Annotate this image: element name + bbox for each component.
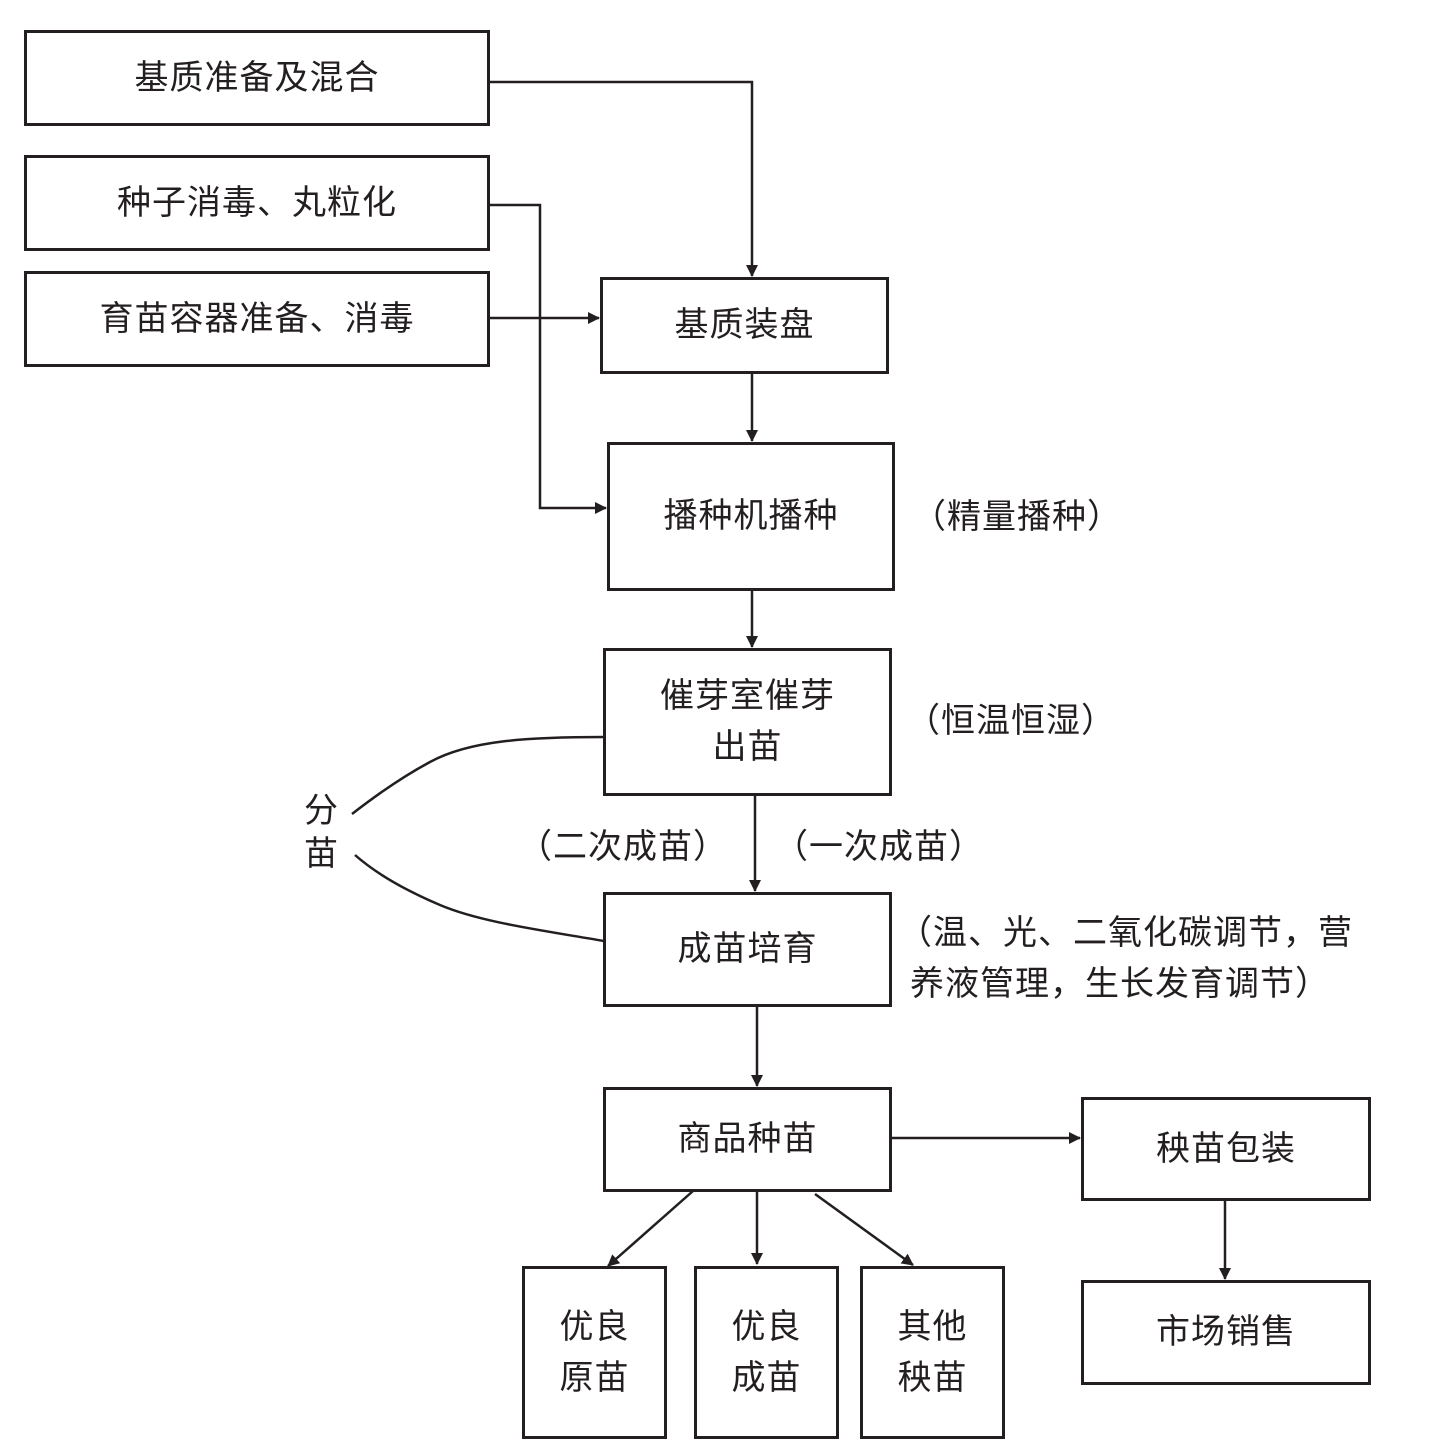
box-substrate-prep-label: 基质准备及混合 xyxy=(134,57,380,98)
box-grade-finished: 优良 成苗 xyxy=(694,1266,839,1439)
box-seedling-culture: 成苗培育 xyxy=(603,892,892,1007)
arrow-commercial-to-grade1 xyxy=(607,1190,694,1267)
box-grade-other: 其他 秧苗 xyxy=(860,1266,1005,1439)
note-culture-conditions-line2: 养液管理，生长发育调节） xyxy=(910,964,1330,1004)
note-constant-temp-humidity: （恒温恒湿） xyxy=(906,701,1116,741)
note-primary-seedling: （一次成苗） xyxy=(774,827,984,867)
box-grade-other-line2: 秧苗 xyxy=(897,1357,968,1398)
transplant-label: 分 苗 xyxy=(301,790,341,875)
note-secondary-seedling: （二次成苗） xyxy=(518,827,728,867)
arrow-substrate-to-tray xyxy=(488,80,758,277)
box-commercial-seedling-label: 商品种苗 xyxy=(677,1119,818,1159)
box-machine-sow: 播种机播种 xyxy=(607,442,895,591)
box-tray-fill: 基质装盘 xyxy=(600,277,889,374)
arrow-seed-to-sowing xyxy=(488,203,607,514)
box-germination-label-line1: 催芽室催芽 xyxy=(660,676,835,716)
box-market-sales-label: 市场销售 xyxy=(1156,1312,1296,1352)
box-seed-disinfect: 种子消毒、丸粒化 xyxy=(24,155,490,251)
box-germination-label-line2: 出苗 xyxy=(712,727,783,767)
box-seed-disinfect-label: 种子消毒、丸粒化 xyxy=(117,182,397,223)
box-seedling-culture-label: 成苗培育 xyxy=(677,929,818,969)
box-grade-original: 优良 原苗 xyxy=(522,1266,667,1439)
box-commercial-seedling: 商品种苗 xyxy=(603,1087,892,1192)
box-grade-finished-line2: 成苗 xyxy=(731,1357,802,1398)
box-container-prep: 育苗容器准备、消毒 xyxy=(24,271,490,367)
note-culture-conditions-line1: （温、光、二氧化碳调节，营 xyxy=(898,913,1353,953)
box-packaging-label: 秧苗包装 xyxy=(1156,1128,1296,1169)
box-machine-sow-label: 播种机播种 xyxy=(663,496,839,536)
note-culture-conditions: （温、光、二氧化碳调节，营 养液管理，生长发育调节） xyxy=(898,908,1438,1010)
box-germination: 催芽室催芽 出苗 xyxy=(603,648,892,796)
box-tray-fill-label: 基质装盘 xyxy=(674,305,815,345)
box-market-sales: 市场销售 xyxy=(1081,1280,1371,1385)
transplant-curve-upper xyxy=(351,735,605,815)
box-grade-original-line2: 原苗 xyxy=(559,1357,630,1398)
transplant-label-char2: 苗 xyxy=(304,833,338,874)
arrow-commercial-to-grade3 xyxy=(814,1192,914,1267)
box-packaging: 秧苗包装 xyxy=(1081,1097,1371,1201)
transplant-curve-lower xyxy=(354,854,605,943)
transplant-label-char1: 分 xyxy=(304,791,338,831)
box-grade-other-line1: 其他 xyxy=(897,1306,968,1347)
box-container-prep-label: 育苗容器准备、消毒 xyxy=(99,298,415,339)
box-grade-finished-line1: 优良 xyxy=(731,1306,802,1347)
note-precision-sowing: （精量播种） xyxy=(912,497,1122,537)
box-grade-original-line1: 优良 xyxy=(559,1306,630,1347)
box-substrate-prep: 基质准备及混合 xyxy=(24,30,490,126)
